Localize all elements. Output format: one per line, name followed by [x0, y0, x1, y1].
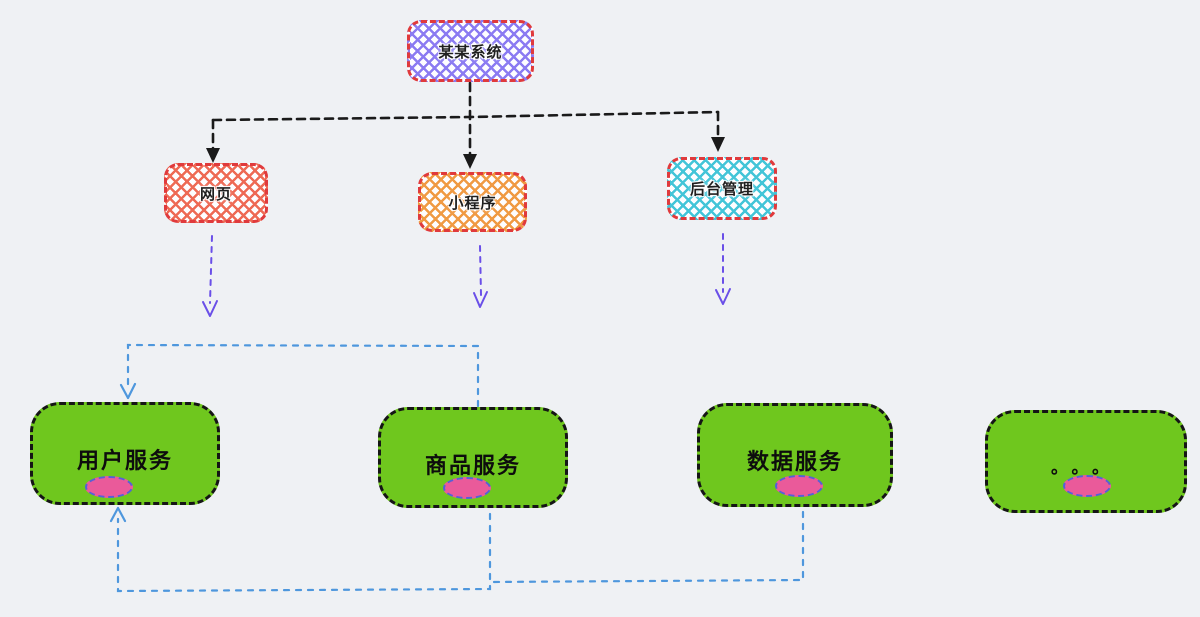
node-data-service: 数据服务 [697, 403, 893, 507]
node-web: 网页 [164, 163, 268, 223]
node-more-services: 。。。 [985, 410, 1187, 513]
arrowhead-admin-down [715, 288, 731, 305]
node-mini-program: 小程序 [418, 172, 527, 232]
arrowhead-mini-down [473, 291, 488, 308]
arrowhead-to-admin [711, 137, 725, 152]
node-system-root: 某某系统 [407, 20, 534, 82]
arrowhead-web-down [202, 300, 218, 317]
node-more-services-label: 。。。 [1051, 458, 1121, 478]
node-user-service-label: 用户服务 [76, 449, 173, 474]
arrowhead-user-top [119, 382, 137, 400]
node-admin-label: 后台管理 [689, 180, 754, 198]
arrow-mini-down [479, 245, 482, 296]
database-ellipse-product [443, 477, 491, 499]
arrowhead-to-mini [463, 154, 477, 169]
database-ellipse-data [775, 475, 823, 497]
node-product-service-label: 商品服务 [424, 454, 521, 479]
arrow-web-down [209, 235, 213, 304]
arrowhead-user-bottom [109, 506, 127, 523]
arrow-product-to-user-bottom [116, 512, 492, 593]
node-web-label: 网页 [199, 184, 232, 203]
node-admin: 后台管理 [667, 157, 777, 220]
database-ellipse-user [85, 476, 133, 498]
arrowhead-to-web [206, 148, 220, 163]
node-mini-program-label: 小程序 [448, 193, 497, 212]
arrow-branch-horizontal [211, 110, 720, 122]
node-data-service-label: 数据服务 [746, 450, 843, 475]
arrow-data-to-user-bottom [487, 510, 805, 584]
database-ellipse-more [1063, 475, 1111, 497]
node-system-label: 某某系统 [438, 42, 503, 61]
arrow-product-to-user-top [126, 343, 480, 408]
